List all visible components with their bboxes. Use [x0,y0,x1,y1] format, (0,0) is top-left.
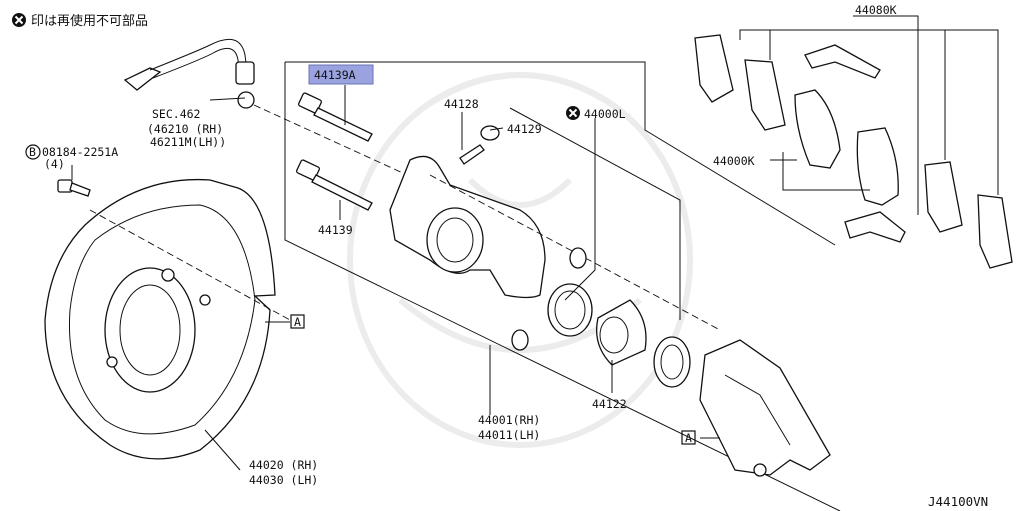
label-ref-a-upper: A [294,315,301,329]
label-sec: SEC.462 [152,107,200,121]
bleeder-44128 [459,144,485,165]
piston-seal [547,283,593,337]
highlight-44139a [308,64,374,85]
label-bolt: 08184-2251A [42,145,118,159]
label-ref-a-lower: A [685,431,692,445]
piston-boot [653,336,691,388]
label-sec-rh: (46210 (RH) [147,122,223,136]
boot-small-lower [511,329,529,351]
backing-plate [44,178,291,460]
label-44139a: 44139A [314,68,356,82]
pad-clips [804,44,906,243]
brake-hose [123,38,441,191]
guide-pin-44139 [295,159,373,211]
label-44030: 44030 (LH) [249,473,318,487]
label-44080k: 44080K [855,3,897,17]
labels: 44080K 44139A 44128 44129 44000L SEC.462… [25,3,988,509]
label-44011: 44011(LH) [478,428,540,442]
pad-shims-44080k [694,34,1013,269]
b-circle-icon [25,144,41,160]
ref-box-upper [290,314,305,329]
bolt-08184 [57,179,91,197]
label-44129: 44129 [507,122,542,136]
label-44139: 44139 [318,223,353,237]
label-sec-lh: 46211M(LH)) [150,135,226,149]
label-44001: 44001(RH) [478,413,540,427]
caliper-bracket [699,339,831,477]
brake-pads-44000k [794,89,899,206]
piston-44122 [595,299,647,366]
label-44122: 44122 [592,397,627,411]
boot-small-upper [569,247,587,269]
assembly-frame [284,61,841,511]
leader-lines [71,15,999,471]
label-44020: 44020 (RH) [249,458,318,472]
cap-44129 [480,125,500,141]
diagram-code: J44100VN [928,494,988,509]
label-bolt-qty: (4) [44,157,65,171]
label-bolt-circle: B [29,145,36,159]
non-reusable-legend: 印は再使用不可部品 [12,13,148,29]
label-44000k: 44000K [713,154,755,168]
ref-box-lower [681,430,696,445]
legend-text: 印は再使用不可部品 [31,13,148,29]
label-44000l: 44000L [584,107,626,121]
caliper-body [389,155,721,331]
label-44128: 44128 [444,97,479,111]
guide-pin-44139a [297,92,373,142]
